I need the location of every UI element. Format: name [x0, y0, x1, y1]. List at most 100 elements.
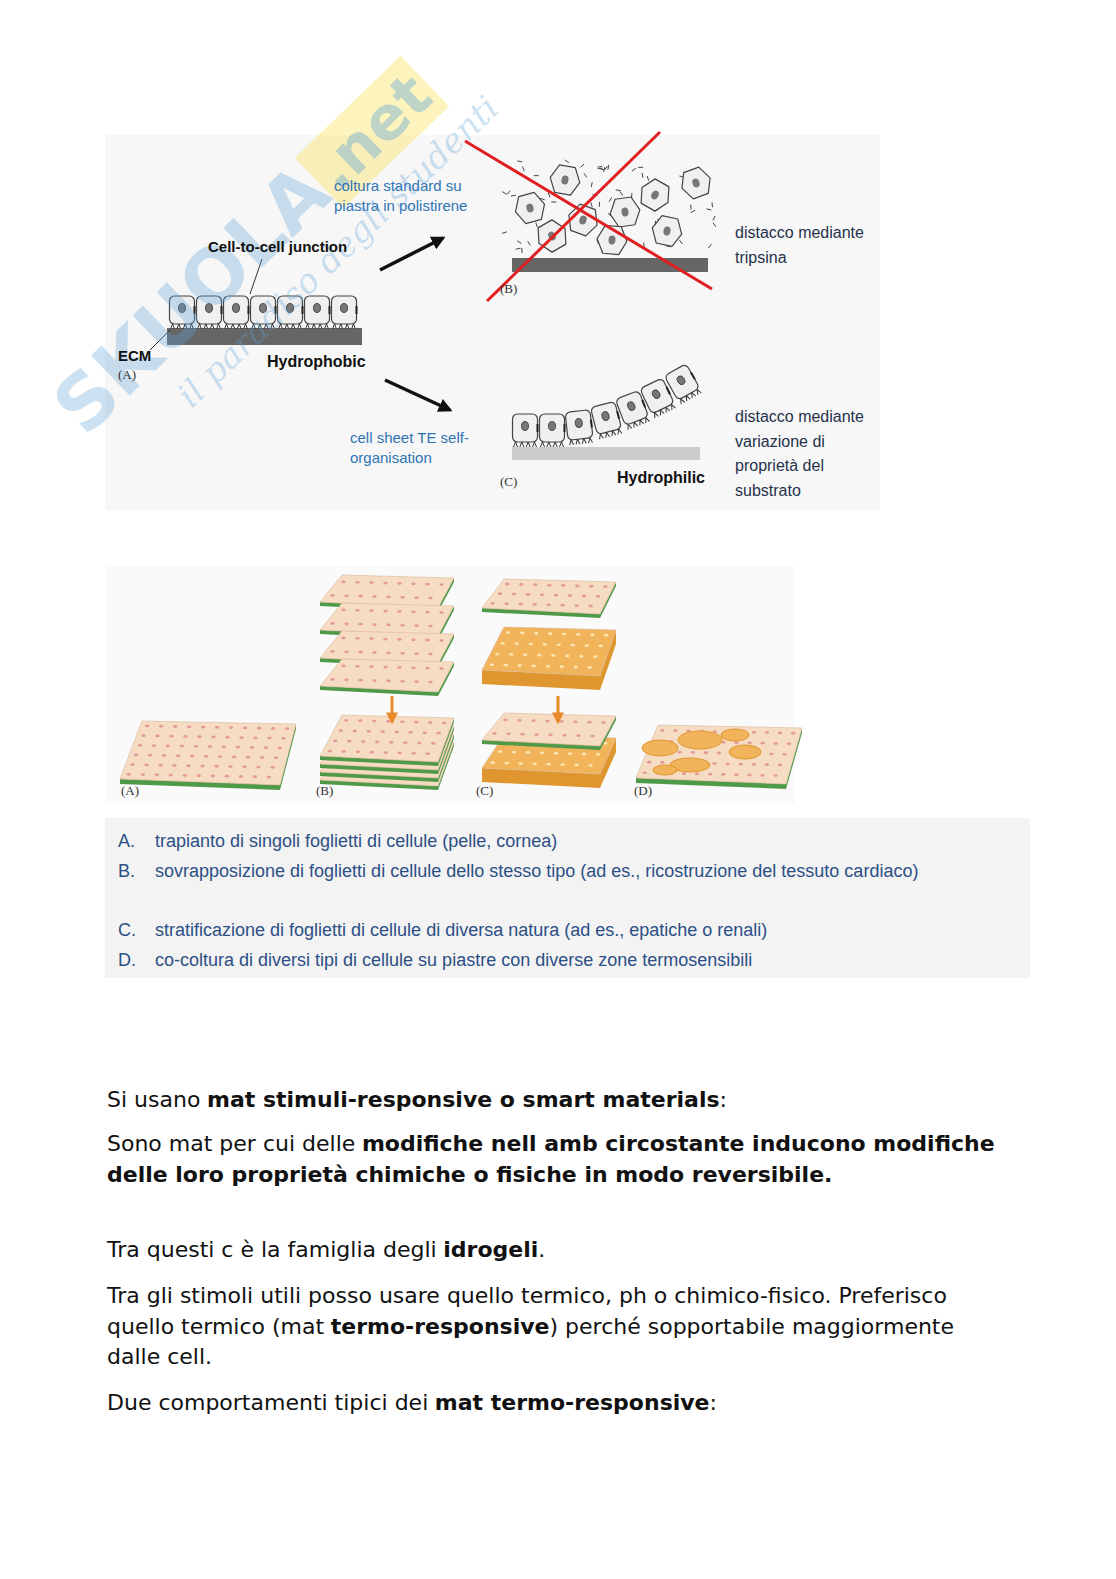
nucleus: [691, 178, 701, 189]
cell-dot: [574, 666, 578, 669]
cell: [513, 414, 538, 442]
nucleus: [549, 422, 556, 431]
arrow: [385, 380, 450, 410]
cell-dot: [400, 596, 404, 599]
cell-sheet: [320, 715, 454, 766]
cell-group: [332, 296, 357, 329]
cell-dot: [344, 622, 348, 625]
cell-dot: [782, 753, 786, 756]
junction-mark: [691, 372, 695, 379]
cell-dot: [588, 666, 592, 669]
cell-dot: [561, 584, 565, 587]
debris: [620, 191, 623, 195]
ecm-fiber: [291, 324, 295, 329]
ecm-fiber: [679, 398, 685, 404]
ecm-fiber: [670, 404, 676, 410]
figure-background: [105, 566, 795, 804]
cell-sheet: [482, 627, 616, 690]
sheet-surface: [320, 603, 454, 636]
cell-dot: [504, 762, 508, 765]
cell-dot: [400, 680, 404, 683]
cell-dot: [526, 593, 530, 596]
sheet-surface: [636, 725, 802, 784]
cell-dot: [554, 594, 558, 597]
debris: [580, 164, 584, 167]
cell-dot: [264, 746, 268, 749]
cell-dot: [383, 610, 387, 613]
part-label: ECM: [118, 346, 151, 365]
nucleus: [621, 207, 629, 217]
nucleus: [601, 411, 610, 421]
ecm-fiber: [298, 324, 302, 329]
cell: [548, 164, 582, 197]
cell-dot: [369, 609, 373, 612]
cell-dot: [414, 721, 418, 724]
cell-dot: [529, 643, 533, 646]
debris: [516, 248, 521, 250]
cross-mark: [487, 132, 660, 301]
cell-dot: [568, 594, 572, 597]
ecm-fiber: [684, 395, 690, 401]
cell-dot: [428, 625, 432, 628]
cell-dot: [412, 752, 416, 755]
cell-dot: [423, 731, 427, 734]
ecm-fiber: [658, 409, 664, 415]
cell-dot: [428, 653, 432, 656]
cell-dot: [344, 594, 348, 597]
cell-group: [540, 414, 565, 447]
cell-dot: [400, 652, 404, 655]
layering-figure: [120, 575, 802, 790]
cell-dot: [138, 744, 142, 747]
cell-dot: [152, 744, 156, 747]
panel-letter: (B): [500, 281, 517, 297]
cell-dot: [582, 595, 586, 598]
debris: [534, 175, 539, 176]
cell-dot: [383, 638, 387, 641]
cell-dot: [582, 753, 586, 756]
cell-dot: [765, 763, 769, 766]
debris: [522, 166, 524, 171]
cell-dot: [439, 611, 443, 614]
cell-dot: [200, 765, 204, 768]
cell-dot: [367, 730, 371, 733]
cell-dot: [575, 584, 579, 587]
body-text: :: [710, 1390, 717, 1415]
cell-dot: [576, 633, 580, 636]
junction-mark: [329, 306, 331, 314]
cell-dot: [568, 752, 572, 755]
cell-dot: [395, 731, 399, 734]
cell-dot: [747, 742, 751, 745]
cell-dot: [228, 765, 232, 768]
cell: [664, 364, 699, 401]
cell-dot: [372, 623, 376, 626]
body-text: Si usano: [107, 1087, 200, 1112]
cell-group: [513, 414, 538, 447]
cell-dot: [386, 652, 390, 655]
cell-dot: [330, 650, 334, 653]
debris: [647, 176, 649, 181]
cell: [332, 296, 357, 324]
list-marker: C.: [118, 916, 136, 945]
bold-text: idrogeli: [443, 1237, 538, 1262]
cell-dot: [643, 771, 647, 774]
cell-dot: [201, 726, 205, 729]
cell: [540, 414, 565, 442]
cell-dot: [369, 637, 373, 640]
ecm-fiber: [333, 324, 337, 329]
debris: [598, 168, 603, 169]
cell-dot: [130, 763, 134, 766]
cell-dot: [243, 726, 247, 729]
cell-dot: [397, 666, 401, 669]
cell-dot: [490, 761, 494, 764]
cell-dot: [501, 642, 505, 645]
body-text: Sono mat per cui delle: [107, 1131, 355, 1156]
cell: [649, 214, 684, 248]
cell-dot: [551, 654, 555, 657]
list-marker: B.: [118, 857, 135, 886]
cell-patch: [678, 731, 722, 749]
ecm-fiber: [653, 412, 659, 418]
cell-dot: [236, 746, 240, 749]
cell-dot: [141, 773, 145, 776]
cell-dot: [358, 679, 362, 682]
cell-dot: [386, 624, 390, 627]
